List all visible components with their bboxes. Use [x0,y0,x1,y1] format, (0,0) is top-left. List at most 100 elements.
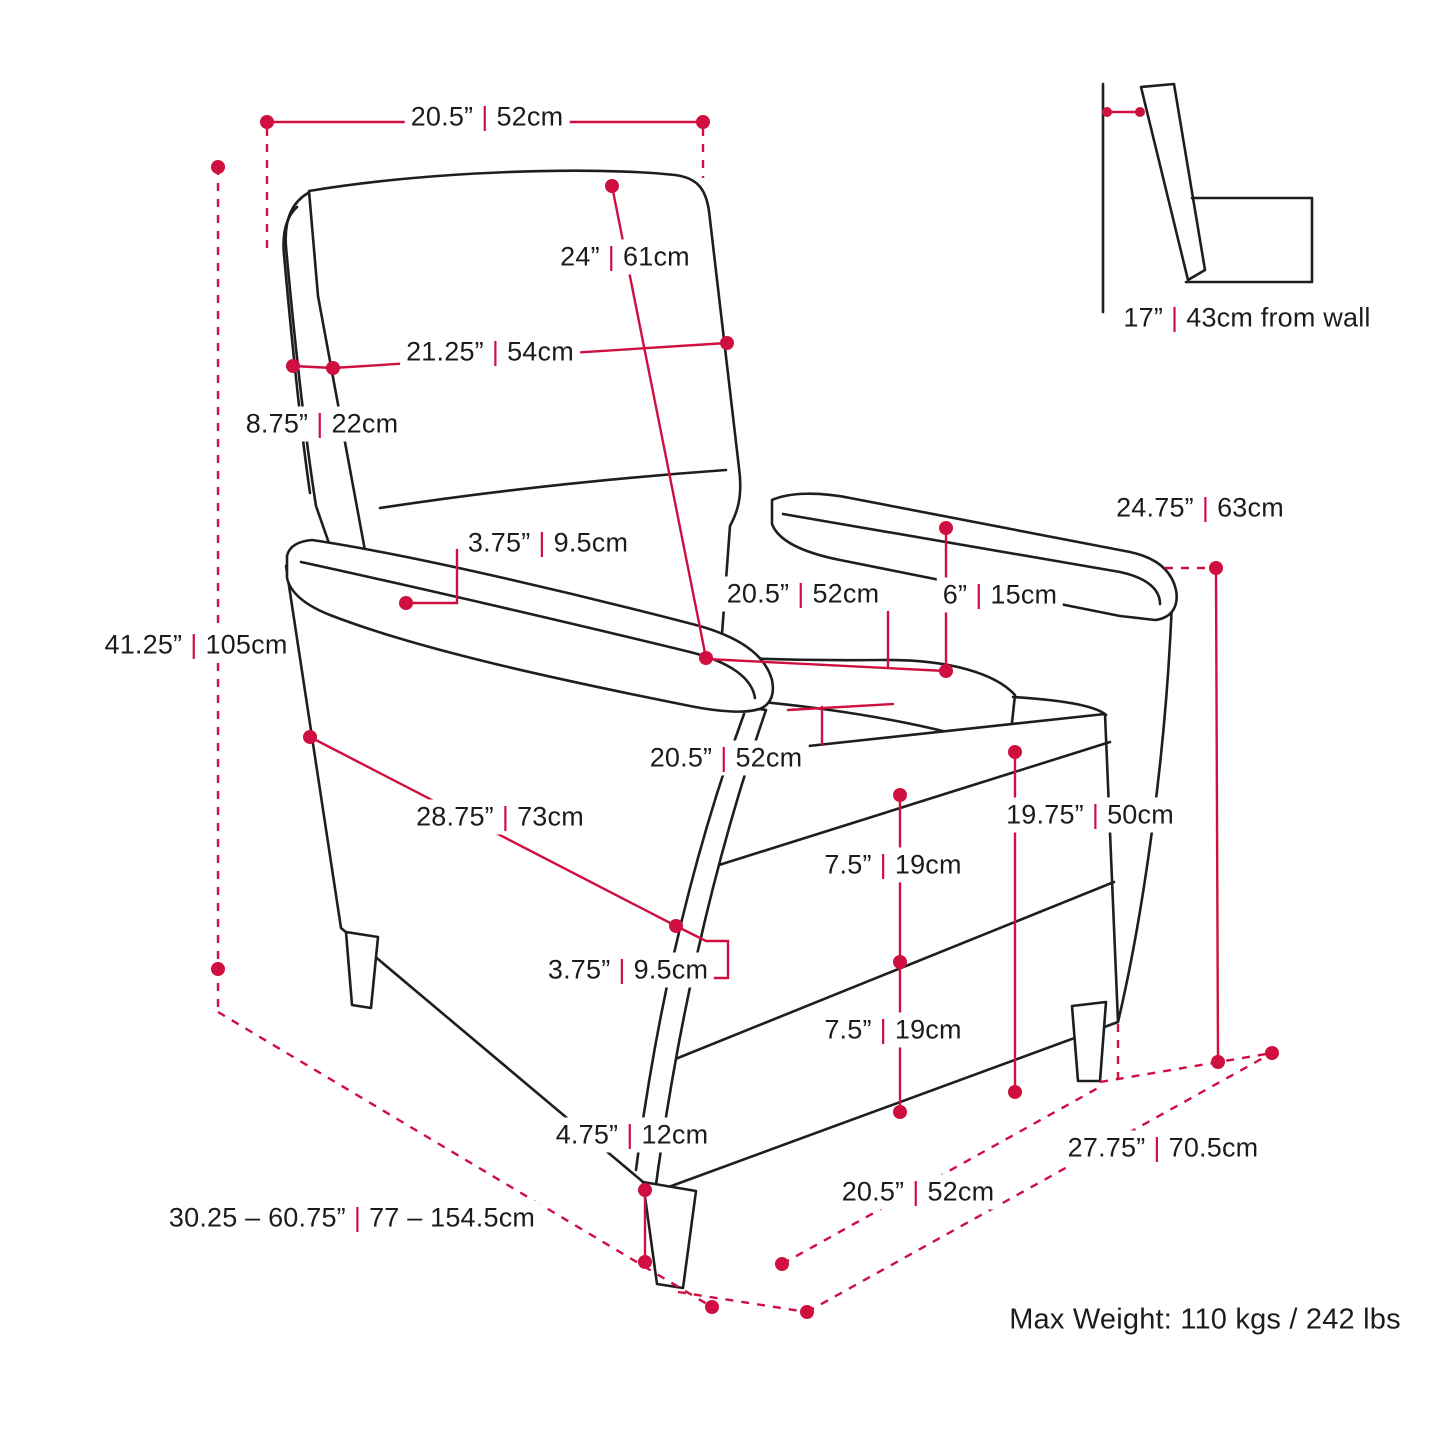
dim-label-back-thickness: 8.75”|22cm [239,406,405,442]
dimension-dot [1211,1055,1225,1069]
dimension-dot [1008,745,1022,759]
dim-label-seat-width: 20.5”|52cm [720,576,886,612]
dim-inches: 7.5” [824,1014,872,1045]
dimension-dot [1135,107,1145,117]
dim-label-base-width: 20.5”|52cm [835,1174,1001,1210]
dim-line-seat-width [704,657,948,673]
dimension-dot [211,160,225,174]
chair-leg-rear-left [344,930,380,1010]
dim-cm: 22cm [331,408,399,439]
dim-cm: 105cm [205,629,288,660]
dim-label-arm-height: 24.75”|63cm [1110,490,1290,526]
dim-separator: | [879,849,887,880]
dim-label-front-panel-upper: 7.5”|19cm [818,847,968,883]
dim-cm: 54cm [507,336,574,367]
dim-cm: 12cm [641,1119,709,1150]
dim-separator: | [1153,1132,1161,1163]
dimension-dot [260,115,274,129]
dim-label-arm-top-width: 3.75”|9.5cm [461,525,635,561]
dim-cm: 9.5cm [553,527,629,558]
dim-separator: | [720,742,728,773]
dimension-dot [939,521,953,535]
dim-inches: 24” [560,241,600,272]
dim-cm: 52cm [812,578,880,609]
dimension-dot [669,919,683,933]
dim-label-back-diagonal: 24”|61cm [554,239,696,275]
chair-right-arm [770,492,1178,622]
dim-separator: | [879,1014,887,1045]
dim-separator: | [912,1176,920,1207]
dim-separator: | [538,527,546,558]
dimension-dot [211,962,225,976]
dim-separator: | [975,579,983,610]
chair-leg-right [1070,1000,1108,1083]
dimension-dot [720,336,734,350]
dim-inches: 41.25” [104,629,183,660]
dim-cm: 61cm [623,241,690,272]
dim-inches: 27.75” [1067,1132,1146,1163]
dim-inches: 20.5” [410,101,474,132]
inset-side-view [1101,82,1314,314]
chair-left-arm [285,538,775,713]
dim-cm: 15cm [990,579,1058,610]
dimension-dot [326,361,340,375]
dim-inches: 20.5” [649,742,713,773]
dimension-dot [699,651,713,665]
dim-separator: | [1201,492,1210,523]
dim-separator: | [618,954,626,985]
dimension-dot [775,1257,789,1271]
dim-label-arm-above-seat: 6”|15cm [936,577,1064,613]
dim-label-seat-depth: 20.5”|52cm [643,740,809,776]
dim-inches: 3.75” [467,527,531,558]
dimension-dot [705,1300,719,1314]
dim-separator: | [481,101,489,132]
dim-line-arm-height [1214,570,1220,1060]
dim-inches: 24.75” [1116,492,1194,523]
dim-cm: 19cm [894,849,962,880]
dimension-dot [696,115,710,129]
construction-line [1099,1051,1273,1084]
dim-label-seat-height: 19.75”|50cm [1000,797,1180,833]
construction-line [677,1290,808,1314]
chair-front-seam-upper [663,740,1112,884]
max-weight-label: Max Weight: 110 kgs / 242 lbs [1003,1301,1407,1338]
dim-label-reclined-depth: 30.25 – 60.75”|77 – 154.5cm [162,1200,542,1236]
chair-front-seam-lower [666,880,1116,1064]
dim-cm: 52cm [496,101,564,132]
dim-inches: 17” [1123,302,1164,333]
dim-cm: 52cm [735,742,803,773]
dimension-dot [638,1255,652,1269]
dim-inches: 21.25” [406,336,484,367]
dim-separator: | [1171,302,1179,333]
dimension-dot [1008,1085,1022,1099]
dim-cm: 9.5cm [633,954,709,985]
dim-cm: 52cm [927,1176,995,1207]
dim-label-leg-height: 4.75”|12cm [549,1117,715,1153]
dim-cm: 19cm [894,1014,962,1045]
dim-cm: 77 – 154.5cm [369,1202,536,1233]
dimension-dot [605,179,619,193]
dim-label-wall-clearance: 17”|43cm from wall [1117,300,1377,336]
dimension-dot [638,1183,652,1197]
chair-right-arm-piping [781,512,1162,606]
inset-chair-back [1139,82,1207,282]
dim-separator: | [626,1119,634,1150]
dim-separator: | [607,241,616,272]
inset-chair-seat [1184,196,1314,284]
dimension-dot [399,596,413,610]
dim-label-side-depth: 28.75”|73cm [410,799,590,835]
dimension-dot [893,955,907,969]
dim-label-overall-height: 41.25”|105cm [98,627,294,663]
dim-separator: | [316,408,324,439]
dim-line-front-trim [704,939,730,980]
chair-right-side-edge [1116,598,1174,1024]
dimension-dot [286,359,300,373]
dimension-dot [1102,107,1112,117]
chair-back-seam [378,468,728,510]
dim-label-top-width: 20.5”|52cm [404,99,570,135]
dim-cm: 63cm [1217,492,1284,523]
dim-inches: 3.75” [547,954,611,985]
dim-label-front-panel-lower: 7.5”|19cm [818,1012,968,1048]
dimension-dot [939,664,953,678]
